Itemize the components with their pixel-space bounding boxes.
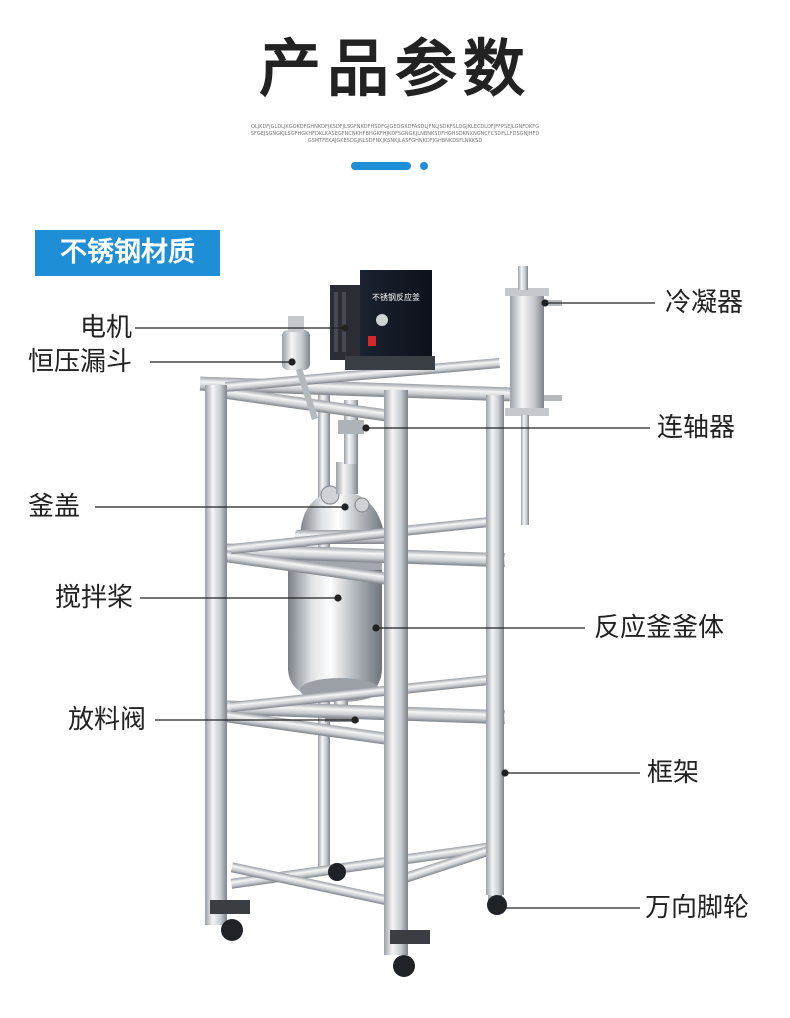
pressure-funnel: [282, 316, 318, 420]
material-badge: 不锈钢材质: [35, 230, 220, 276]
label-coupling: 连轴器: [657, 413, 736, 443]
condenser: [505, 266, 562, 525]
callout-lines: [95, 299, 655, 912]
frame-post-mid-right: [486, 395, 504, 895]
page-subtitle: OLJKDFJGLDLJKGOKDFGHNKDFJKSDFJLSGFNKDFHS…: [250, 124, 540, 144]
frame-post-front-left: [205, 385, 227, 925]
label-funnel: 恒压漏斗: [28, 347, 133, 377]
label-frame: 框架: [647, 758, 700, 788]
control-box-text: 不锈钢反应釜: [372, 292, 420, 302]
label-lid: 釜盖: [28, 492, 81, 522]
label-motor: 电机: [80, 313, 133, 343]
label-caster: 万向脚轮: [645, 893, 750, 923]
control-box: 不锈钢反应釜: [345, 270, 435, 370]
page-title: 产品参数: [258, 32, 531, 105]
motor: [330, 285, 362, 360]
caster-wheels: [210, 863, 507, 977]
vessel-body: [288, 560, 382, 700]
label-vessel: 反应釜釜体: [594, 613, 725, 643]
label-condenser: 冷凝器: [665, 288, 744, 318]
label-valve: 放料阀: [68, 705, 147, 735]
decoration-dot: [420, 162, 428, 170]
decoration-bar: [351, 162, 411, 170]
frame-post-front-right: [384, 390, 408, 955]
label-stirrer: 搅拌桨: [55, 583, 134, 613]
